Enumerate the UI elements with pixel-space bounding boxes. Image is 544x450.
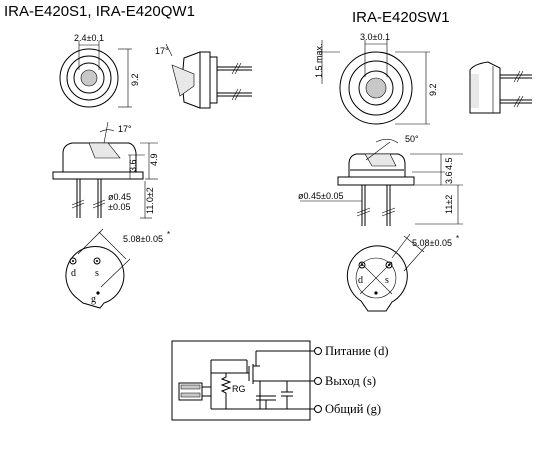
right-bottom-pin-g [374, 291, 378, 295]
right-front-pin-diam: ø0.45±0.05 [298, 191, 343, 201]
terminal-ground-label: Общий (g) [325, 402, 381, 416]
left-front-pin-diam-a: ø0.45 [108, 192, 131, 202]
right-bottom-view: d s 5.08±0.05 * [346, 233, 459, 312]
right-top-inner-rim [348, 60, 404, 116]
equivalent-circuit: RG Питание (d) Выход (s) Общий (g) [171, 340, 389, 421]
left-bottom-pin-s-label: s [95, 268, 99, 279]
terminal-supply-label: Питание (d) [325, 344, 389, 358]
left-side-body [199, 51, 211, 109]
left-top-window [73, 62, 105, 94]
left-bottom-pin-g [96, 291, 100, 295]
left-top-inner-rim [66, 55, 112, 101]
left-top-sensor-element [80, 69, 98, 87]
right-front-view: 50° 4.5 3.6 11±2 ø0.45±0.05 [298, 134, 463, 226]
right-front-flange [337, 176, 415, 186]
left-top-view: 2.4±0.1 9.2 [59, 33, 140, 108]
left-top-diameter-label: 2.4±0.1 [74, 33, 104, 43]
right-top-diameter-label: 3.0±0.1 [360, 32, 390, 42]
left-front-view: 17° 3.6 4.9 11.0±2 ø0.45 ±0.05 [52, 121, 159, 219]
resistor-label: RG [232, 384, 246, 394]
terminal-output [314, 377, 322, 385]
right-side-body [469, 61, 501, 114]
title-left: IRA-E420S1, IRA-E420QW1 [4, 3, 195, 20]
left-top-outer-rim [59, 48, 119, 108]
left-bottom-outline [65, 246, 125, 309]
right-top-window [358, 70, 394, 106]
left-front-flange [52, 171, 144, 180]
right-bottom-pin-d [358, 261, 366, 269]
terminal-supply [314, 347, 322, 355]
left-bottom-pitch-label: 5.08±0.05 [123, 234, 163, 244]
left-bottom-pin-d [69, 257, 77, 265]
right-bottom-pitch-label: 5.08±0.05 [412, 238, 452, 248]
left-front-pin-diam-b: ±0.05 [108, 202, 130, 212]
right-top-sensor-element [365, 77, 387, 99]
left-front-dim-b: 4.9 [149, 153, 159, 166]
left-front-lead-length: 11.0±2 [145, 187, 155, 214]
right-bottom-pin-s [385, 261, 393, 269]
right-front-dim-a: 4.5 [444, 157, 454, 170]
right-top-view: 3.0±0.1 1.5 max. 9.2 [314, 32, 438, 125]
title-right: IRA-E420SW1 [352, 9, 450, 26]
left-front-angle-label: 17° [118, 124, 132, 134]
left-side-angle-label: 17° [155, 46, 169, 56]
left-bottom-pitch-mark: * [167, 230, 170, 239]
right-top-height-label: 9.2 [428, 83, 438, 96]
right-bottom-pitch-mark: * [456, 234, 459, 243]
right-front-dim-b: 3.6 [444, 171, 454, 184]
left-top-height-label: 9.2 [130, 73, 140, 86]
left-bottom-pin-s [93, 257, 101, 265]
right-top-max-label: 1.5 max. [314, 43, 324, 78]
left-bottom-pin-d-label: d [71, 268, 76, 279]
right-front-angle-label: 50° [405, 134, 419, 144]
right-side-view [469, 61, 532, 114]
terminal-ground [314, 405, 322, 413]
right-bottom-pin-d-label: d [358, 275, 363, 286]
right-front-lead-length: 11±2 [444, 195, 454, 214]
right-top-outer-rim [339, 51, 413, 125]
left-bottom-pin-g-label: g [91, 294, 96, 305]
terminal-output-label: Выход (s) [325, 374, 376, 388]
right-bottom-pin-s-label: s [385, 275, 389, 286]
left-bottom-view: d s g 5.08±0.05 * [65, 228, 170, 309]
right-bottom-outline [346, 245, 408, 312]
left-front-dim-a: 3.6 [128, 159, 138, 172]
left-side-view: 17° [155, 43, 252, 109]
resistor-rg [220, 373, 232, 409]
